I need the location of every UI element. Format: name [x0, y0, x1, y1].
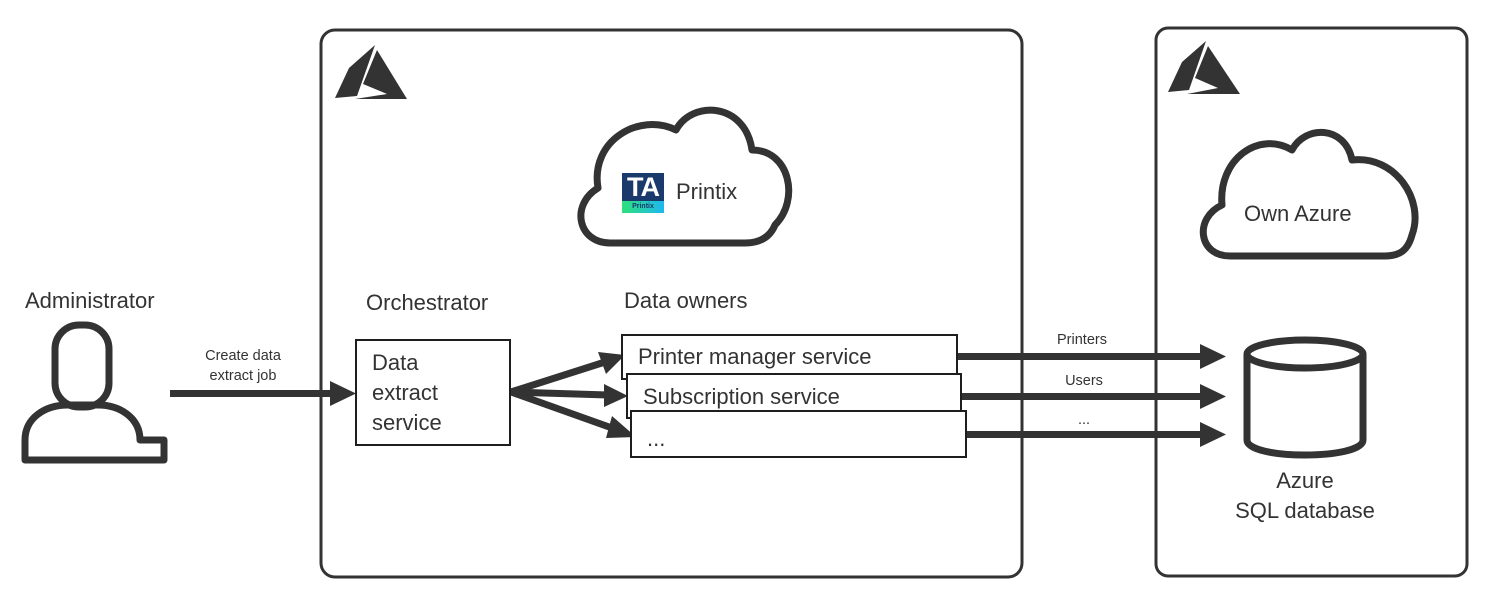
- user-icon: [21, 321, 168, 464]
- data-extract-line2: extract: [372, 380, 439, 405]
- database-label: Azure SQL database: [1205, 466, 1405, 526]
- own-azure-cloud-icon: [1199, 128, 1419, 260]
- data-extract-line1: Data: [372, 350, 419, 375]
- orchestrator-heading: Orchestrator: [366, 290, 489, 315]
- azure-logo-icon: [1168, 41, 1240, 94]
- database-label-line1: Azure: [1276, 468, 1334, 493]
- flow-label-other: ...: [1077, 412, 1091, 428]
- printix-azure-container: [319, 28, 1024, 579]
- data-extract-line3: service: [372, 410, 442, 435]
- data-extract-service-box: Data extract service: [355, 339, 511, 446]
- create-job-label-line1: Create data: [205, 348, 281, 364]
- printix-label: Printix: [676, 179, 738, 204]
- service-label: ...: [647, 426, 666, 451]
- administrator-label: Administrator: [25, 288, 155, 313]
- printix-logo-sub: Printix: [632, 203, 654, 210]
- service-label: Subscription service: [643, 384, 840, 409]
- flow-label-users: Users: [1065, 373, 1103, 389]
- own-azure-label: Own Azure: [1244, 201, 1352, 226]
- fanout-arrows: [509, 352, 636, 438]
- service-box-other: ...: [630, 410, 967, 458]
- flow-arrows: [958, 344, 1226, 447]
- azure-logo-icon: [335, 45, 407, 99]
- printix-logo: [622, 173, 664, 213]
- printix-logo-letters: TA: [627, 172, 660, 202]
- data-owners-heading: Data owners: [624, 288, 748, 313]
- printix-cloud-icon: [577, 106, 793, 247]
- service-label: Printer manager service: [638, 344, 872, 369]
- create-job-arrow: [170, 381, 356, 406]
- database-icon: [1243, 336, 1367, 459]
- database-label-line2: SQL database: [1235, 498, 1375, 523]
- create-job-label: Create data extract job: [183, 346, 303, 386]
- flow-label-printers: Printers: [1057, 332, 1107, 348]
- service-box-printer-manager: Printer manager service: [621, 334, 958, 380]
- own-azure-container: [1154, 26, 1469, 578]
- create-job-label-line2: extract job: [209, 368, 277, 384]
